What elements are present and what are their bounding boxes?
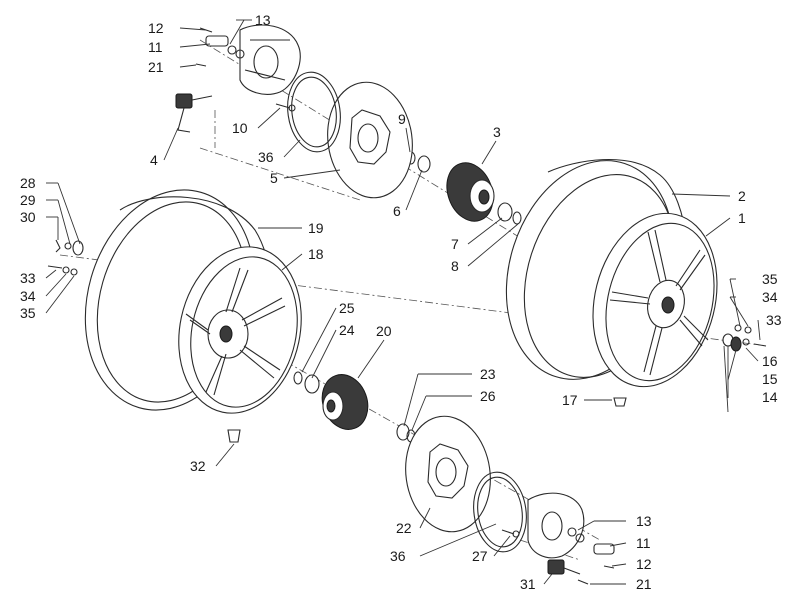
callout-17: 17 (562, 392, 578, 408)
callout-34-right: 34 (762, 289, 778, 305)
callout-5: 5 (270, 170, 278, 186)
front-speed-sensor (547, 559, 581, 575)
front-abs-ring (473, 471, 527, 553)
rear-valve (613, 397, 627, 407)
front-valve (227, 429, 241, 443)
callout-14: 14 (762, 389, 778, 405)
callout-33-right: 33 (766, 312, 782, 328)
callout-12-upper: 12 (148, 20, 164, 36)
callout-1: 1 (738, 210, 746, 226)
front-caliper-pin (567, 527, 615, 585)
front-axle-parts (47, 239, 84, 276)
rear-speed-sensor (175, 93, 213, 133)
callout-30: 30 (20, 209, 36, 225)
leader-lines (45, 19, 761, 585)
callout-35-right: 35 (762, 271, 778, 287)
callout-19: 19 (308, 220, 324, 236)
callout-36-upper: 36 (258, 149, 274, 165)
rear-brake-disc (327, 81, 413, 199)
front-rim (178, 246, 302, 414)
rear-abs-ring (287, 71, 341, 153)
callout-36-lower: 36 (390, 548, 406, 564)
rear-rim (592, 212, 718, 388)
callout-29: 29 (20, 192, 36, 208)
callout-3: 3 (493, 124, 501, 140)
callout-23: 23 (480, 366, 496, 382)
callout-11-upper: 11 (148, 39, 163, 55)
front-wheel-assembly (47, 189, 615, 585)
callout-34-left: 34 (20, 288, 36, 304)
callout-9: 9 (398, 111, 406, 127)
callout-22: 22 (396, 520, 412, 536)
rear-axle-parts (722, 324, 767, 352)
rear-hub (446, 162, 495, 222)
callout-2: 2 (738, 188, 746, 204)
callout-24: 24 (339, 322, 355, 338)
callout-20: 20 (376, 323, 392, 339)
callout-31: 31 (520, 576, 536, 592)
callout-25: 25 (339, 300, 355, 316)
rear-bearings (406, 151, 522, 225)
rear-caliper-pin (195, 27, 245, 67)
callout-8: 8 (451, 258, 459, 274)
callout-12-lower: 12 (636, 556, 652, 572)
callout-labels: 12 13 11 21 10 4 36 5 9 6 3 7 8 2 1 28 2… (20, 12, 782, 592)
rear-caliper (239, 24, 301, 95)
front-caliper (527, 492, 585, 559)
callout-28: 28 (20, 175, 36, 191)
callout-26: 26 (480, 388, 496, 404)
callout-10: 10 (232, 120, 248, 136)
rear-sensor-bolt (275, 103, 296, 112)
callout-21-lower: 21 (636, 576, 652, 592)
callout-35-left: 35 (20, 305, 36, 321)
callout-7: 7 (451, 236, 459, 252)
callout-21-upper: 21 (148, 59, 164, 75)
callout-33-left: 33 (20, 270, 36, 286)
callout-13-upper: 13 (255, 12, 271, 28)
callout-13-lower: 13 (636, 513, 652, 529)
front-brake-disc (405, 415, 491, 533)
callout-15: 15 (762, 371, 778, 387)
rear-wheel-assembly (175, 24, 767, 407)
front-sensor-bolt (501, 529, 520, 538)
front-bearings (293, 371, 416, 443)
callout-4: 4 (150, 152, 158, 168)
callout-27: 27 (472, 548, 488, 564)
callout-16: 16 (762, 353, 778, 369)
callout-18: 18 (308, 246, 324, 262)
callout-11-lower: 11 (636, 535, 651, 551)
front-hub (321, 374, 369, 430)
callout-32: 32 (190, 458, 206, 474)
callout-6: 6 (393, 203, 401, 219)
